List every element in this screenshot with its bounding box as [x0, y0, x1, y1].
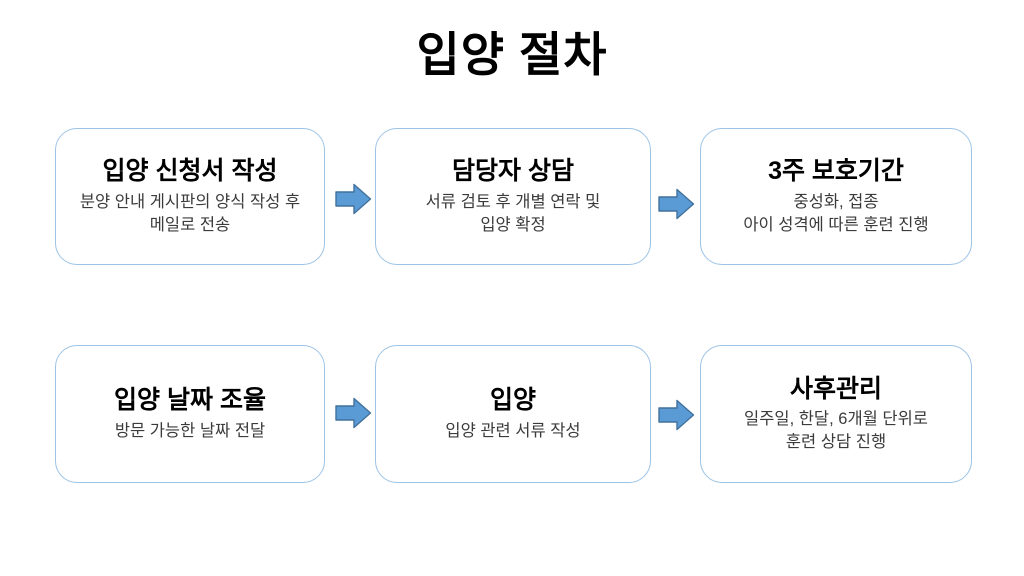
arrow-right-icon [335, 397, 372, 429]
step-description: 중성화, 접종 아이 성격에 따른 훈련 진행 [743, 192, 929, 234]
step-description: 서류 검토 후 개별 연락 및 입양 확정 [425, 192, 601, 234]
step-box-4: 입양 날짜 조율 방문 가능한 날짜 전달 [55, 345, 325, 483]
step-description: 일주일, 한달, 6개월 단위로 훈련 상담 진행 [744, 410, 928, 452]
step-description: 분양 안내 게시판의 양식 작성 후 메일로 전송 [79, 192, 301, 234]
arrow-right-icon [658, 188, 695, 220]
step-title: 담당자 상담 [452, 157, 574, 186]
step-box-3: 3주 보호기간 중성화, 접종 아이 성격에 따른 훈련 진행 [700, 128, 972, 265]
arrow-right-icon [335, 183, 372, 215]
step-title: 3주 보호기간 [768, 157, 904, 186]
step-box-1: 입양 신청서 작성 분양 안내 게시판의 양식 작성 후 메일로 전송 [55, 128, 325, 265]
step-title: 입양 날짜 조율 [114, 386, 266, 415]
step-title: 입양 [489, 386, 536, 415]
step-box-2: 담당자 상담 서류 검토 후 개별 연락 및 입양 확정 [375, 128, 651, 265]
step-box-5: 입양 입양 관련 서류 작성 [375, 345, 651, 483]
step-title: 사후관리 [789, 374, 882, 403]
step-title: 입양 신청서 작성 [102, 157, 278, 186]
arrow-right-icon [658, 399, 695, 431]
step-description: 입양 관련 서류 작성 [445, 421, 581, 440]
step-description: 방문 가능한 날짜 전달 [114, 421, 266, 440]
page-title: 입양 절차 [416, 28, 608, 81]
step-box-6: 사후관리 일주일, 한달, 6개월 단위로 훈련 상담 진행 [700, 345, 972, 483]
